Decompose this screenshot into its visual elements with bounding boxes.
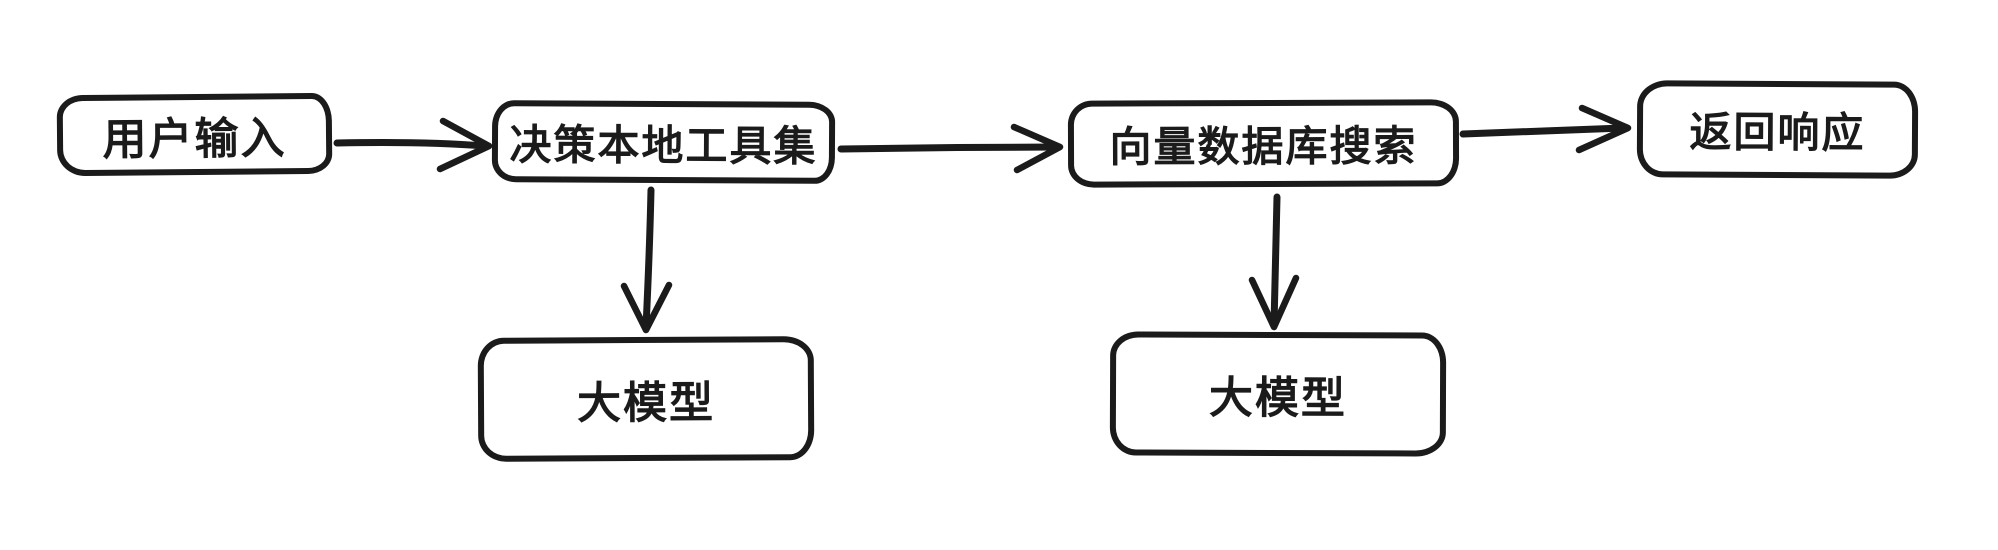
node-return-response: 返回响应 [1636, 80, 1919, 179]
node-label: 大模型 [576, 377, 716, 430]
arrow-shaft [837, 143, 1059, 153]
arrow-head-right-icon [1575, 104, 1632, 154]
arrow-head-right-icon [1010, 123, 1064, 174]
edge-toolset-to-vector-search [837, 123, 1064, 174]
node-llm-under-search: 大模型 [1109, 331, 1447, 457]
node-label: 返回响应 [1689, 107, 1866, 158]
edge-user-input-to-toolset [333, 117, 493, 173]
edge-vector-search-to-llm [1248, 193, 1300, 331]
node-user-input: 用户输入 [56, 92, 333, 177]
arrow-head-down-icon [620, 281, 673, 334]
arrow-shaft [1270, 193, 1281, 329]
edge-vector-search-to-response [1459, 104, 1632, 154]
arrow-shaft [1459, 124, 1627, 138]
arrow-head-right-icon [436, 117, 493, 173]
node-decide-local-toolset: 决策本地工具集 [491, 100, 836, 184]
node-label: 决策本地工具集 [509, 119, 818, 171]
node-label: 大模型 [1208, 372, 1348, 425]
edge-toolset-to-llm [620, 186, 673, 334]
node-vector-db-search: 向量数据库搜索 [1067, 99, 1460, 188]
arrow-head-down-icon [1248, 274, 1300, 331]
node-label: 向量数据库搜索 [1109, 121, 1418, 172]
arrow-shaft [642, 186, 655, 331]
arrow-shaft [333, 138, 488, 150]
node-label: 用户输入 [102, 112, 287, 166]
node-llm-under-toolset: 大模型 [477, 336, 815, 462]
